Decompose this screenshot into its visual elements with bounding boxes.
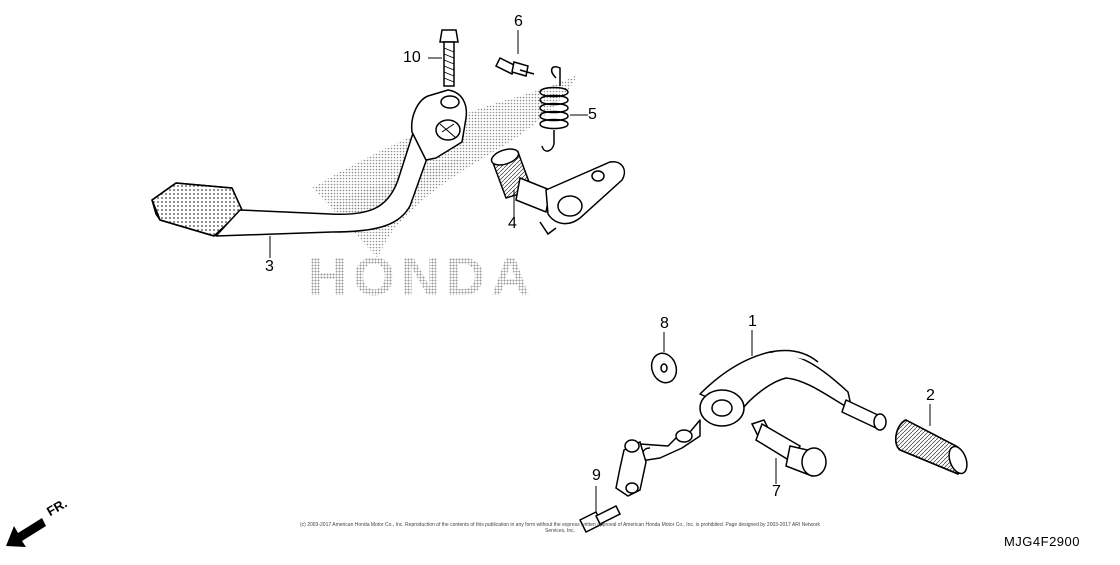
callout-8: 8 xyxy=(660,315,669,332)
grip-rubber-part-2 xyxy=(894,419,968,475)
callout-4: 4 xyxy=(508,215,517,232)
shift-pedal-part-1 xyxy=(629,349,887,463)
diagram-code: MJG4F2900 xyxy=(1003,534,1080,549)
callout-1: 1 xyxy=(748,313,757,330)
front-direction-arrow-icon xyxy=(6,518,46,547)
bolt-part-10 xyxy=(439,29,459,87)
bolt-part-9 xyxy=(578,504,622,534)
shift-link-rod-end xyxy=(615,439,647,497)
honda-watermark-text: HONDA xyxy=(308,247,536,307)
callout-9: 9 xyxy=(592,467,601,484)
copyright-notice: (c) 2003-2017 American Honda Motor Co., … xyxy=(300,522,821,534)
washer-part-8 xyxy=(650,352,678,384)
callout-5: 5 xyxy=(588,106,597,123)
brake-pedal-part-3 xyxy=(151,89,468,237)
pivot-shaft-part-4 xyxy=(490,148,626,236)
callout-7: 7 xyxy=(772,483,781,500)
callout-2: 2 xyxy=(926,387,935,404)
callout-10: 10 xyxy=(403,49,421,66)
bolt-part-6 xyxy=(494,56,535,77)
callout-3: 3 xyxy=(265,258,274,275)
spring-part-5 xyxy=(539,66,569,152)
pivot-bolt-part-7 xyxy=(750,419,827,477)
callout-6: 6 xyxy=(514,13,523,30)
